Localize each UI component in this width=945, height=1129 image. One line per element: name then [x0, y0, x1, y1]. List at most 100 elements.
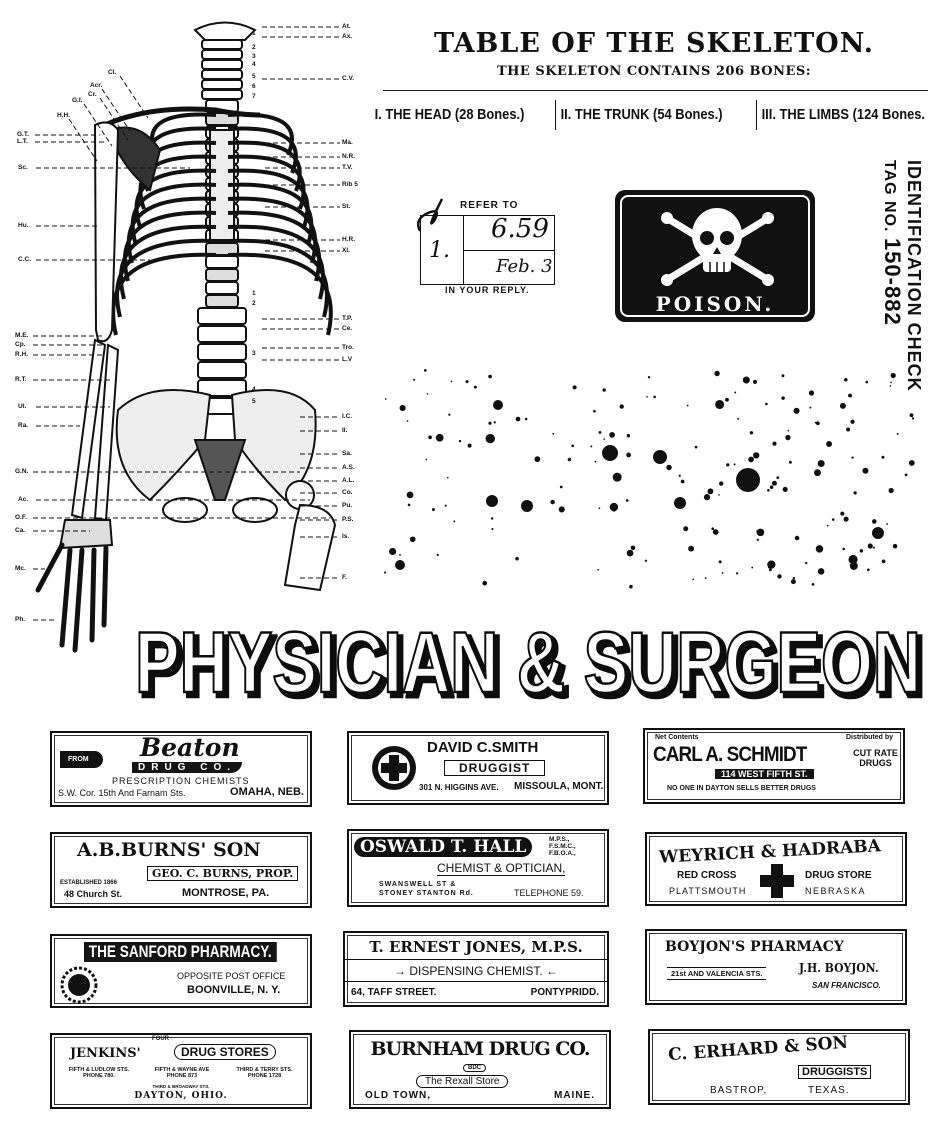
ink-dot: [482, 580, 488, 586]
ink-dot: [629, 584, 633, 589]
skeleton-label: L.V: [342, 356, 353, 363]
skeleton-label: Co.: [342, 489, 353, 496]
ink-dot: [733, 463, 736, 466]
ink-dot: [904, 473, 908, 477]
skeleton-label: Sc.: [18, 164, 28, 171]
pointing-hand-icon: FROM: [60, 751, 103, 768]
red-cross-icon: [372, 746, 416, 790]
ink-dot: [881, 559, 886, 564]
label-slogan: NO ONE IN DAYTON SELLS BETTER DRUGS: [667, 785, 816, 792]
label-jenkins-drug-stores: JENKINS' FOUR DRUG STORES FIFTH & LUDLOW…: [50, 1033, 312, 1109]
refer-to-stamp: REFER TO 1. 6.59 Feb. 3 IN YOUR REPLY.: [400, 195, 570, 300]
ink-dot: [767, 488, 770, 492]
ink-dot: [794, 535, 800, 541]
ink-dot: [749, 431, 754, 435]
ink-dot: [590, 445, 593, 448]
ink-dot: [431, 507, 435, 512]
label-line1: OPPOSITE POST OFFICE: [177, 971, 286, 981]
ink-dot: [458, 439, 462, 443]
ink-dot: [805, 561, 808, 565]
ink-dot: [625, 499, 629, 502]
ink-dot: [771, 480, 777, 486]
label-name: BURNHAM DRUG CO.: [370, 1038, 591, 1060]
skeleton-label: Ac.: [18, 496, 29, 503]
ink-dot: [423, 368, 427, 372]
ink-dot: [888, 487, 894, 494]
label-sub: DRUGGISTS: [798, 1065, 872, 1079]
label-sub: DISPENSING CHEMIST.: [409, 964, 543, 978]
ink-dot: [772, 441, 777, 446]
label-drug-store: DRUG STORE: [805, 870, 872, 881]
ink-dot: [726, 463, 730, 467]
ink-dot: [712, 529, 719, 535]
label-address: 301 N. HIGGINS AVE.: [419, 783, 499, 792]
label-sub: 114 WEST FIFTH ST.: [715, 769, 814, 779]
ink-dot: [524, 417, 528, 421]
ink-dot: [597, 568, 600, 571]
ink-dot: [839, 402, 846, 409]
skeleton-label: O.F.: [15, 514, 27, 521]
ink-dot: [436, 553, 439, 556]
label-monogram: BDC: [463, 1064, 486, 1072]
table-subtitle: THE SKELETON CONTAINS 206 BONES:: [496, 64, 812, 79]
ink-dot: [848, 393, 852, 398]
ink-dot: [851, 456, 854, 459]
ink-dot: [453, 520, 456, 523]
label-sub: DRUGGIST: [444, 760, 546, 776]
ink-dot: [742, 376, 750, 384]
ink-dot: [646, 396, 648, 398]
skeleton-label: L.T.: [17, 138, 28, 145]
vertebra-number: 7: [252, 93, 256, 100]
ink-dot: [426, 393, 429, 395]
label-city: PONTYPRIDD.: [530, 987, 599, 998]
ink-dot: [896, 432, 899, 435]
ink-dot: [756, 530, 759, 533]
label-t-ernest-jones: T. ERNEST JONES, M.P.S. → DISPENSING CHE…: [343, 931, 609, 1007]
ink-dot: [444, 504, 447, 507]
from-text: FROM: [68, 756, 89, 763]
label-sub: DRUG CO.: [132, 762, 242, 773]
label-address-4: THIRD & BROADWAY STS.: [152, 1084, 210, 1089]
label-name: CARL A. SCHMIDT: [653, 743, 807, 766]
label-state: MAINE.: [554, 1090, 595, 1101]
label-sub: The Rexall Store: [416, 1075, 509, 1088]
ink-dot: [781, 396, 785, 400]
ink-dot: [911, 417, 915, 420]
label-sub: GEO. C. BURNS, PROP.: [147, 866, 299, 881]
banner-text: PHYSICIAN & SURGEON: [135, 615, 921, 707]
ink-dot: [788, 460, 792, 464]
ink-dot: [598, 430, 602, 434]
ink-dot: [658, 453, 661, 456]
label-city: MISSOULA, MONT.: [514, 781, 604, 792]
ink-dot: [515, 556, 519, 561]
ink-dot: [721, 571, 724, 574]
skeleton-label: Mc.: [15, 565, 26, 572]
ink-dot: [725, 397, 729, 402]
ink-dot: [406, 420, 409, 422]
ink-dot: [736, 572, 739, 575]
net-contents-text: Net Contents: [655, 734, 699, 741]
ink-dot: [653, 450, 667, 464]
label-ab-burns-son: A.B.BURNS' SON GEO. C. BURNS, PROP. ESTA…: [50, 832, 312, 908]
ink-dot: [644, 559, 648, 562]
ink-dot: [688, 545, 695, 552]
ink-dot: [653, 395, 656, 399]
label-red-cross: RED CROSS: [677, 870, 737, 881]
skeleton-label: Pu.: [342, 502, 353, 509]
ink-dot: [787, 429, 790, 432]
skeleton-illustration: Cl.Acr.Cr.G.I.H.H.G.T.L.T.Sc.Hu.C.C.M.E.…: [0, 0, 375, 660]
skeleton-label: Ma.: [342, 139, 353, 146]
label-name: JENKINS': [70, 1046, 141, 1061]
skeleton-label: Cl.: [108, 69, 117, 76]
ink-dot: [850, 419, 855, 424]
ink-dot: [678, 474, 681, 477]
ink-dot: [485, 433, 495, 444]
label-sanford-pharmacy: THE SANFORD PHARMACY. OPPOSITE POST OFFI…: [50, 934, 312, 1008]
leader-line: [68, 118, 98, 162]
ink-dot: [792, 576, 796, 580]
ink-dot: [714, 370, 720, 377]
label-weyrich-hadraba: WEYRICH & HADRABA RED CROSS DRUG STORE P…: [645, 832, 907, 906]
division-separator: [755, 100, 757, 130]
ink-dot: [752, 379, 758, 384]
label-street-2: STONEY STANTON Rd.: [379, 890, 474, 897]
